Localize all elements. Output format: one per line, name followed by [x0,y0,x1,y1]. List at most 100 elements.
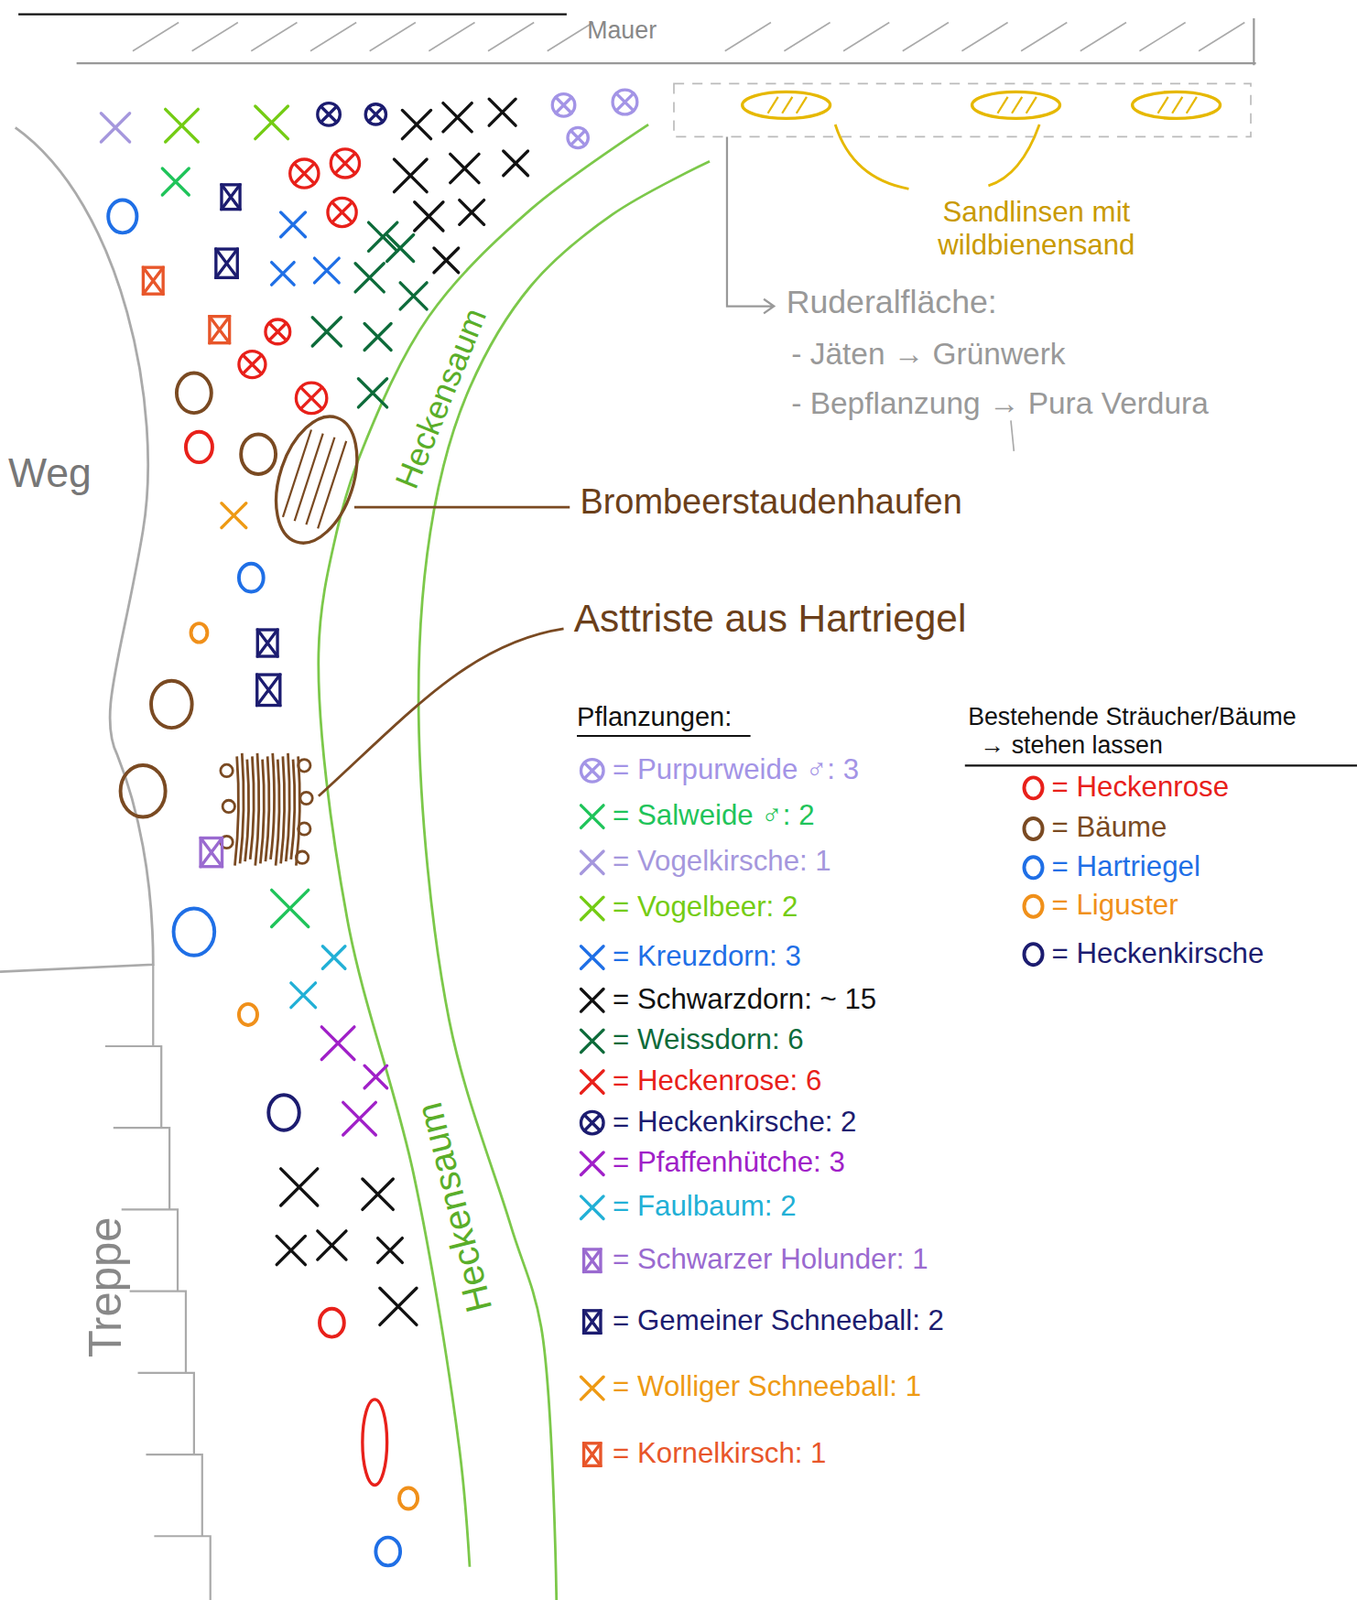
legend-entry: = Vogelkirsche: 1 [612,846,832,880]
plant-symbol [503,151,529,176]
plant-symbol [271,890,309,927]
plant-symbol [319,1309,345,1338]
plant-symbol [378,1238,403,1264]
plant-symbol [365,104,386,125]
plant-symbol [450,153,479,183]
legend-text: = Gemeiner Schneeball: 2 [612,1304,945,1337]
legend-text: = Vogelbeer: 2 [612,891,798,924]
legend-entry: = Schwarzer Holunder: 1 [612,1243,929,1277]
plant-symbol [1023,857,1043,879]
plant-symbol [176,373,212,414]
plant-symbol [581,897,605,921]
plant-symbol [387,234,414,261]
sand-hatch [997,97,1036,114]
legend-text: = Hartriegel [1052,850,1201,883]
plant-symbol [362,1400,388,1487]
plant-symbol [459,200,485,226]
legend-entry: = Heckenrose: 6 [612,1064,822,1098]
plant-symbol [165,108,199,142]
plant-symbol [151,681,193,728]
plant-symbol [271,262,295,286]
plant-symbol [581,1030,605,1054]
plan-label: Ruderalfläche: [786,283,998,322]
plant-symbol [221,184,240,210]
plan-label: Sandlinsen mit wildbienensand [898,195,1174,262]
legend-entry: = Salweide ♂: 2 [612,799,815,833]
plant-symbol [364,323,391,350]
plant-symbol [185,432,213,463]
legend-text: = Schwarzer Holunder: 1 [612,1243,929,1276]
plant-symbol [317,1231,347,1260]
plant-symbol [162,168,189,196]
plant-symbol [314,258,339,283]
plant-symbol [173,908,216,956]
legend-text: = Weissdorn: 6 [612,1024,804,1057]
plant-symbol [216,249,238,278]
plant-symbol [322,946,346,970]
plant-symbol [1023,818,1043,840]
plant-symbol [581,805,605,829]
plan-label: Weg [8,449,92,497]
legend-text: = Heckenrose [1052,770,1230,804]
sand-hatch [768,97,807,114]
plant-symbol [358,379,387,408]
plant-symbol [257,629,278,657]
legend-entry: = Kornelkirsch: 1 [612,1437,826,1471]
plant-symbol [567,127,588,148]
plant-symbol [343,1102,377,1136]
plant-symbol [257,674,281,706]
path-edge [0,127,153,972]
plant-symbol [281,212,306,238]
plant-symbol [581,1071,605,1095]
plant-symbol [238,351,266,379]
legend-text: = Kornelkirsch: 1 [612,1437,826,1470]
plant-symbol [238,1004,258,1026]
sand-hatch [1158,97,1197,114]
legend-text: = Pfaffenhütche: 3 [612,1146,846,1179]
plan-label: Brombeerstaudenhaufen [579,481,962,522]
plant-symbol [434,248,459,273]
plant-symbol [240,434,276,475]
plant-symbol [488,98,516,126]
plan-label: - Jäten → Grünwerk [791,336,1065,372]
plant-symbol [221,503,247,529]
plan-label: - Bepflanzung → Pura Verdura [791,386,1209,422]
legend-text: = Bäume [1052,812,1168,845]
legend-text: = Vogelkirsche: 1 [612,846,832,879]
legend-entry: = Vogelbeer: 2 [612,891,798,925]
plant-symbol [369,222,398,251]
sand-leader [835,124,1040,189]
legend-text: = Faulbaum: 2 [612,1190,796,1223]
legend-text: = Schwarzdorn: ~ 15 [612,983,877,1016]
sand-lens [972,91,1061,119]
legend-underline [576,735,751,738]
legend-text: = Liguster [1052,889,1179,922]
plant-symbol [400,282,427,310]
plant-symbol [191,623,208,643]
legend-entry: = Kreuzdorn: 3 [612,940,802,974]
plan-label: Pflanzungen: [576,702,732,733]
hedge-line [318,124,649,1568]
legend-symbols [581,759,1043,1467]
legend-text: = Kreuzdorn: 3 [612,940,802,973]
plant-symbol [581,1196,605,1220]
plant-symbol [200,838,222,868]
branch-pile [220,753,313,867]
plant-symbol [584,1249,601,1273]
plan-label: Bestehende Sträucher/Bäume [967,702,1297,731]
legend-entry: = Wolliger Schneeball: 1 [612,1371,922,1405]
plant-symbol [581,989,605,1013]
legend-underline [965,764,1357,767]
plant-symbol [414,202,444,231]
legend-text: = Salweide ♂: 2 [612,799,815,832]
plant-symbol [375,1538,401,1567]
plant-symbol [362,1179,393,1210]
ruderal-bracket [727,136,774,314]
plant-symbol [1023,944,1043,966]
legend-entry: = Bäume [1052,812,1168,846]
plant-symbol [209,316,230,344]
legend-entry: = Hartriegel [1052,850,1201,884]
legend-entry: = Purpurweide ♂: 3 [612,753,859,787]
plan-label: Mauer [586,16,657,45]
plan-label: Treppe [79,1216,131,1358]
